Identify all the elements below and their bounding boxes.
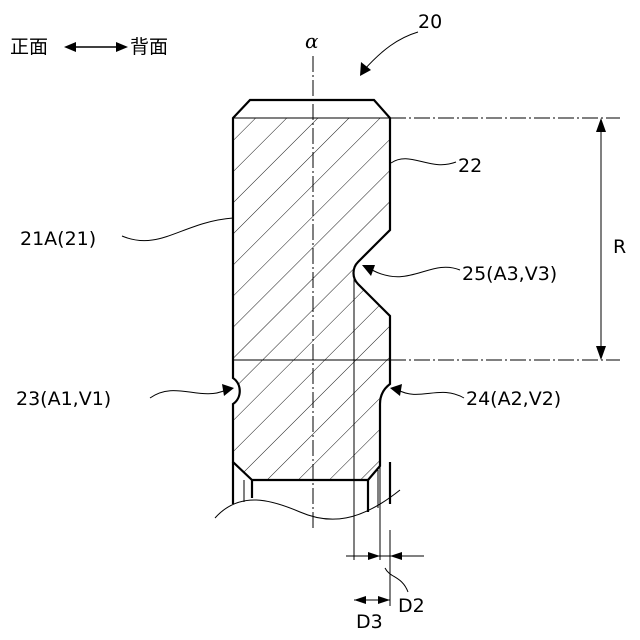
assembly-leader: [364, 32, 418, 70]
depth-d2-label: D2: [398, 595, 425, 617]
r-arrow-top: [596, 118, 606, 132]
depth-d3-label: D3: [356, 611, 383, 633]
double-arrow-icon: [64, 42, 128, 52]
part-21a-label: 21A(21): [20, 228, 96, 250]
upper-hatch: [220, 100, 410, 370]
d2-arrow-left: [368, 552, 380, 560]
recess-24-arrowhead: [390, 384, 402, 396]
part-21a-leader: [122, 218, 233, 241]
surface-number: 22: [458, 155, 482, 177]
d2-leader: [385, 568, 408, 592]
recess-24-leader: [398, 390, 464, 398]
recess-23-arrowhead: [222, 384, 234, 396]
recess-25-leader: [372, 267, 460, 277]
recess-25-label: 25(A3,V3): [462, 263, 557, 285]
radius-label: R: [613, 236, 626, 258]
recess-24-label: 24(A2,V2): [466, 388, 561, 410]
back-label: 背面: [130, 36, 168, 58]
r-arrow-bottom: [596, 346, 606, 360]
front-label: 正面: [10, 36, 48, 58]
d3-arrow-left: [354, 596, 366, 604]
axis-label: α: [305, 29, 319, 53]
surface-leader: [391, 159, 456, 165]
lower-hatch: [220, 355, 410, 485]
recess-23-label: 23(A1,V1): [16, 388, 111, 410]
assembly-number: 20: [418, 11, 442, 33]
d3-arrow-right: [378, 596, 390, 604]
break-line: [215, 490, 400, 519]
recess-23-leader: [150, 390, 226, 398]
d2-arrow-right: [390, 552, 402, 560]
